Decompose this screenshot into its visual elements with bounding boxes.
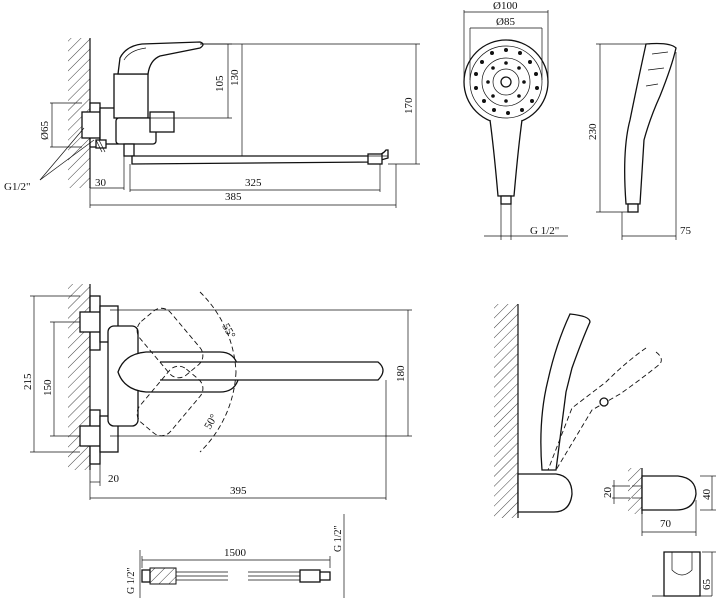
shower-hose: 1500 G 1/2" G 1/2" <box>126 514 345 598</box>
thread-label: G1/2" <box>4 181 31 193</box>
holder-detail: 20 40 70 <box>602 468 716 536</box>
holder-front: 65 <box>652 551 716 597</box>
dim-30: 30 <box>95 177 107 189</box>
holder-dim-65: 65 <box>701 579 713 591</box>
dim-180: 180 <box>395 365 407 382</box>
dim-d85: Ø85 <box>496 16 515 28</box>
shower-head-front: Ø100 Ø85 G 1/2" <box>463 0 568 240</box>
dim-150: 150 <box>42 379 54 396</box>
dim-105: 105 <box>214 75 226 92</box>
angle-50: 50° <box>202 412 220 431</box>
dim-130: 130 <box>229 69 241 86</box>
dim-395: 395 <box>230 485 247 497</box>
hose-thread-right: G 1/2" <box>333 525 344 552</box>
dim-215: 215 <box>22 373 34 390</box>
holder-dim-40: 40 <box>701 489 713 501</box>
dim-385: 385 <box>225 191 242 203</box>
nozzle-dots <box>474 48 539 115</box>
dim-75: 75 <box>680 225 692 237</box>
angle-55: 55° <box>219 322 237 341</box>
faucet-plan-view: 55° 50° 215 150 180 20 395 <box>22 284 412 500</box>
shower-thread-label: G 1/2" <box>530 225 559 237</box>
holder-dim-70: 70 <box>660 518 672 530</box>
shower-head-side: 230 75 <box>587 42 692 240</box>
faucet-side-view: 105 130 170 Ø65 G1/2" 30 325 385 <box>4 38 420 208</box>
mounted-shower-view <box>494 304 662 518</box>
wall-hatch <box>68 38 90 188</box>
hose-length: 1500 <box>224 547 247 559</box>
dim-20: 20 <box>108 473 120 485</box>
dim-230: 230 <box>587 123 599 140</box>
dim-d100: Ø100 <box>493 0 518 12</box>
hose-thread-left: G 1/2" <box>126 567 137 594</box>
dim-170: 170 <box>403 97 415 114</box>
dim-325: 325 <box>245 177 262 189</box>
dim-d65: Ø65 <box>39 121 51 140</box>
holder-dim-20: 20 <box>602 487 614 499</box>
